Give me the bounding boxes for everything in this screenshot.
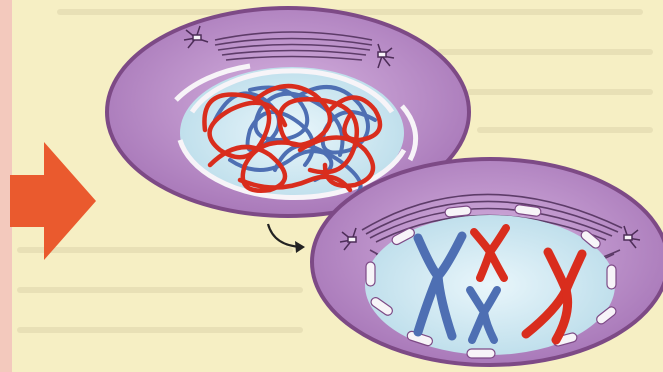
- cell-prometaphase: [312, 159, 663, 365]
